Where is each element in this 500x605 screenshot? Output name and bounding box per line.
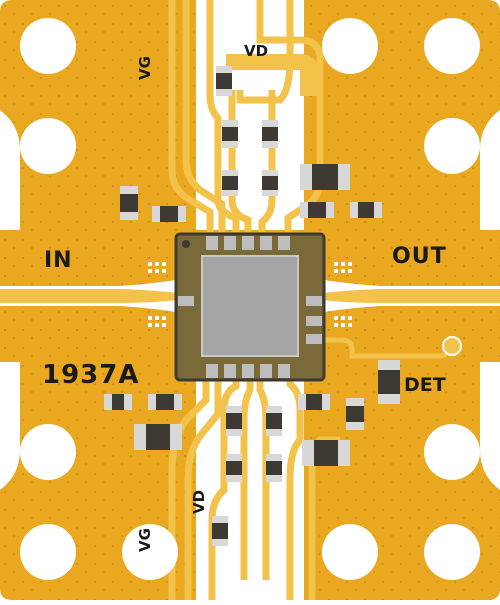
smd-capacitor [298,394,330,410]
smd-capacitor [148,394,182,410]
mounting-holes [20,18,480,580]
ic-die [201,255,299,357]
mounting-hole [20,18,76,74]
via-grid [148,262,352,327]
label-vg-top: VG [136,56,154,80]
label-vd-top: VD [244,42,269,60]
label-out: OUT [392,244,447,269]
smd-capacitor [266,406,282,436]
smd-capacitor [350,202,382,218]
smd-capacitor [104,394,132,410]
bias-traces-bottom [168,372,340,600]
smd-capacitor [300,202,334,218]
smd-capacitor [266,454,282,482]
smd-capacitor-large [302,440,350,466]
smd-components [104,66,400,546]
bias-traces-top [168,0,324,232]
mounting-hole [322,18,378,74]
mounting-hole [424,18,480,74]
smd-capacitor [262,120,278,148]
smd-capacitor [222,120,238,148]
mounting-hole [20,424,76,480]
mounting-hole [424,524,480,580]
mounting-hole [322,524,378,580]
smd-capacitor [262,170,278,196]
bias-traces-top-fill [226,54,318,96]
ic-package [174,232,326,382]
label-vd-bottom: VD [190,489,208,514]
label-in: IN [44,248,73,273]
mounting-hole [424,118,480,174]
smd-capacitor [222,170,238,196]
smd-capacitor [346,398,364,430]
mounting-hole [20,118,76,174]
smd-capacitor [152,206,186,222]
rf-lines [0,289,500,303]
mounting-hole [424,424,480,480]
smd-capacitor [212,516,228,546]
mounting-hole [20,524,76,580]
smd-capacitor [120,186,138,220]
smd-capacitor-det [378,360,400,404]
mounting-hole [122,524,178,580]
smd-capacitor [226,454,242,482]
label-vg-bottom: VG [136,528,154,552]
smd-capacitor-large [134,424,182,450]
smd-capacitor-large [300,164,350,190]
det-test-point [442,336,462,356]
label-part-number: 1937A [42,360,140,390]
smd-capacitor [226,406,242,436]
label-det: DET [404,374,446,396]
smd-capacitor [216,66,232,96]
